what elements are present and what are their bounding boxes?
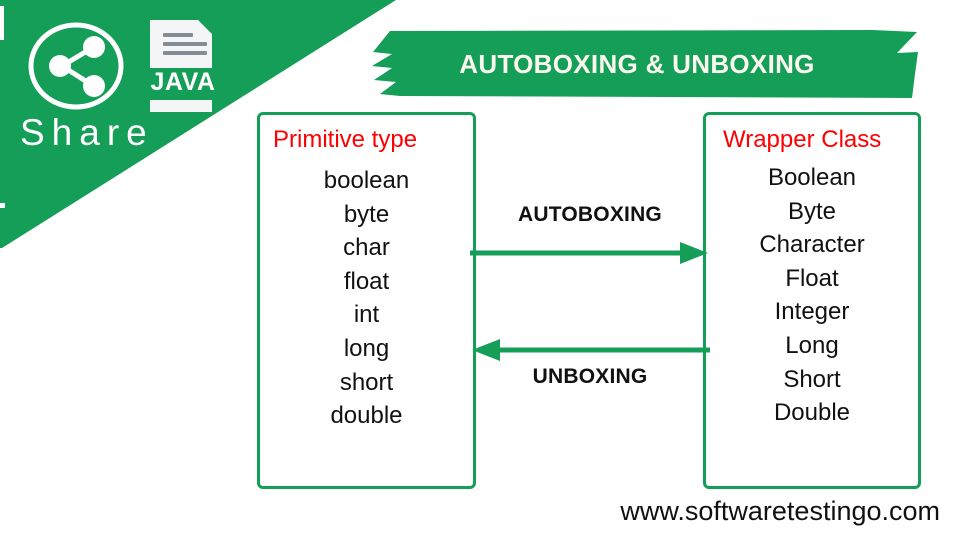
list-item: float [343, 267, 390, 295]
corner-notch-mid [0, 203, 5, 208]
site-url: www.softwaretestingo.com [620, 496, 940, 526]
list-item: char [343, 234, 390, 262]
wrapper-class-list: Boolean Byte Character Float Integer Lon… [706, 161, 918, 430]
share-wordmark: Share [20, 112, 154, 153]
primitive-type-title: Primitive type [273, 126, 418, 153]
title-ribbon: AUTOBOXING & UNBOXING [372, 30, 958, 98]
list-item: Double [773, 399, 851, 427]
ribbon-shape [372, 30, 918, 98]
java-icon-label: JAVA [150, 68, 216, 96]
unboxing-label: UNBOXING [532, 365, 648, 388]
java-document-icon: JAVA [146, 20, 220, 112]
list-item: Boolean [767, 164, 857, 191]
list-item: boolean [323, 167, 410, 194]
autoboxing-arrow-right-icon [470, 242, 708, 264]
wrapper-class-box: Wrapper Class Boolean Byte Character Flo… [703, 112, 921, 489]
primitive-type-list: boolean byte char float int long short d… [260, 164, 473, 433]
share-nodes-icon [28, 22, 124, 110]
list-item: Short [783, 365, 841, 393]
list-item: long [343, 334, 390, 362]
page-title: AUTOBOXING & UNBOXING [459, 48, 815, 79]
corner-notch-top [0, 6, 4, 40]
list-item: byte [343, 200, 390, 228]
java-doc-page [150, 20, 212, 68]
doc-text-line [163, 33, 193, 37]
list-item: Byte [787, 197, 837, 225]
doc-text-line [163, 42, 207, 46]
doc-text-line [163, 51, 207, 55]
java-icon-underbar [150, 100, 212, 112]
primitive-type-box: Primitive type boolean byte char float i… [257, 112, 476, 489]
list-item: Integer [774, 298, 850, 326]
list-item: int [353, 301, 380, 329]
wrapper-class-title: Wrapper Class [723, 126, 882, 153]
list-item: short [339, 368, 394, 396]
list-item: double [330, 402, 403, 430]
list-item: Float [785, 264, 839, 292]
autoboxing-label: AUTOBOXING [518, 203, 662, 226]
list-item: Character [759, 231, 865, 259]
unboxing-arrow-left-icon [472, 339, 710, 361]
list-item: Long [785, 331, 839, 359]
